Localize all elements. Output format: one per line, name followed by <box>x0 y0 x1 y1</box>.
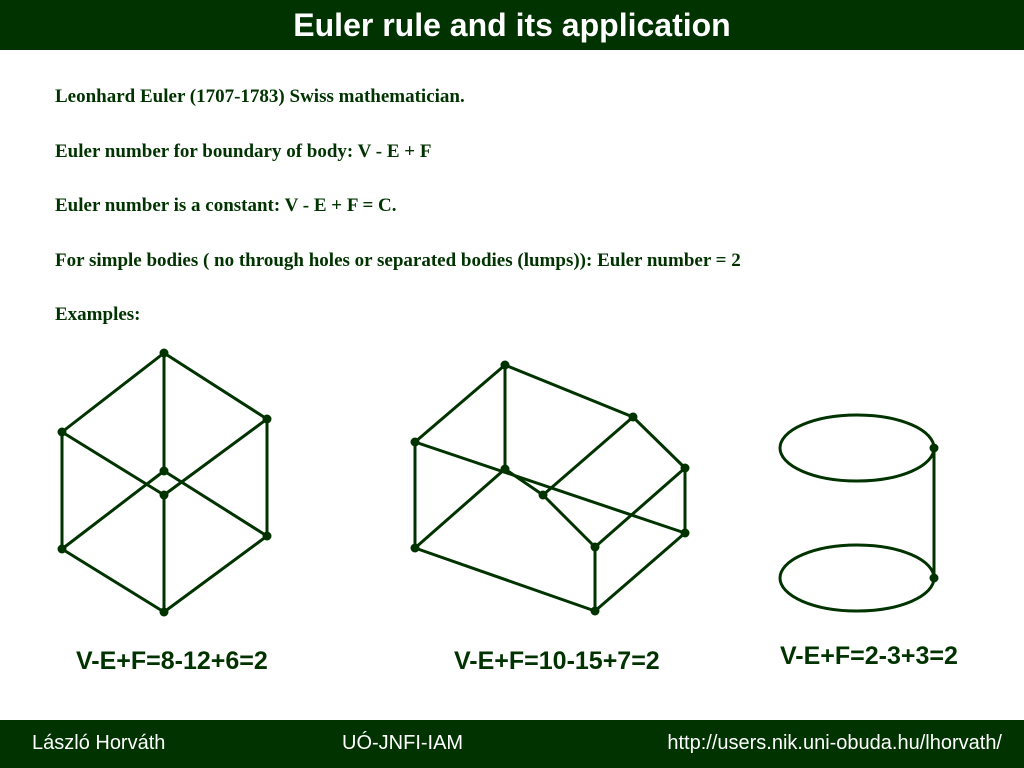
prism-edge <box>503 363 635 419</box>
simple-bodies-line: For simple bodies ( no through holes or … <box>55 249 741 271</box>
cube-vertex <box>262 414 272 424</box>
euler-number-line: Euler number for boundary of body: V - E… <box>55 140 432 162</box>
prism-edge <box>541 415 635 497</box>
prism-vertex <box>500 360 510 370</box>
prism-vertex <box>410 437 420 447</box>
cube-vertex <box>57 544 67 554</box>
prism-edge <box>413 546 597 613</box>
example-figures <box>57 348 939 617</box>
prism-vertex <box>410 543 420 553</box>
prism-vertex <box>680 528 690 538</box>
footer-bar: László Horváth UÓ-JNFI-IAM http://users.… <box>0 720 1024 768</box>
cube-edge <box>60 469 166 551</box>
cube-vertex <box>159 607 169 617</box>
cube-edge <box>162 417 269 497</box>
prism-vertex <box>590 542 600 552</box>
prism-vertex <box>590 606 600 616</box>
prism-vertex <box>500 464 510 474</box>
cylinder-vertex <box>929 573 939 583</box>
cube-vertex <box>159 348 169 358</box>
prism-vertex <box>628 412 638 422</box>
intro-line: Leonhard Euler (1707-1783) Swiss mathema… <box>55 86 465 107</box>
cube-figure <box>60 351 269 614</box>
prism-edge <box>631 415 687 470</box>
body-text: Leonhard Euler (1707-1783) Swiss mathema… <box>55 86 1005 359</box>
prism-vertex <box>538 490 548 500</box>
cube-vertex <box>159 490 169 500</box>
cylinder-vertex <box>929 443 939 453</box>
cube-edge <box>60 430 166 497</box>
cylinder-vertices <box>929 443 939 583</box>
cube-vertex <box>159 466 169 476</box>
title-bar: Euler rule and its application <box>0 0 1024 50</box>
cube-vertex <box>57 427 67 437</box>
prism-formula: V-E+F=10-15+7=2 <box>454 647 660 675</box>
prism-edge <box>413 467 507 550</box>
examples-label: Examples: <box>55 304 141 325</box>
prism-edge <box>413 363 507 444</box>
slide-title: Euler rule and its application <box>293 6 731 43</box>
footer-author: László Horváth <box>32 732 166 754</box>
footer-url-link[interactable]: http://users.nik.uni-obuda.hu/lhorvath/ <box>667 732 1002 754</box>
cylinder-top-ellipse <box>778 413 936 483</box>
cube-edge <box>162 534 269 614</box>
cylinder-bottom-ellipse <box>778 543 936 613</box>
prism-edge <box>593 466 687 549</box>
cube-vertices <box>57 348 272 617</box>
prism-edge <box>503 467 545 497</box>
prism-vertex <box>680 463 690 473</box>
cube-edge <box>60 351 166 434</box>
cylinder-figure <box>778 413 936 613</box>
cube-edge <box>162 469 269 538</box>
house-prism-vertices <box>410 360 690 616</box>
cube-vertex <box>262 531 272 541</box>
cube-edge <box>162 351 269 421</box>
cylinder-formula: V-E+F=2-3+3=2 <box>780 642 958 670</box>
cube-edge <box>60 547 166 614</box>
footer-institute: UÓ-JNFI-IAM <box>342 732 464 754</box>
cube-formula: V-E+F=8-12+6=2 <box>76 647 268 675</box>
euler-constant-line: Euler number is a constant: V - E + F = … <box>55 195 397 216</box>
house-prism-figure <box>413 363 687 613</box>
prism-edge <box>541 493 597 549</box>
prism-edge <box>593 531 687 613</box>
